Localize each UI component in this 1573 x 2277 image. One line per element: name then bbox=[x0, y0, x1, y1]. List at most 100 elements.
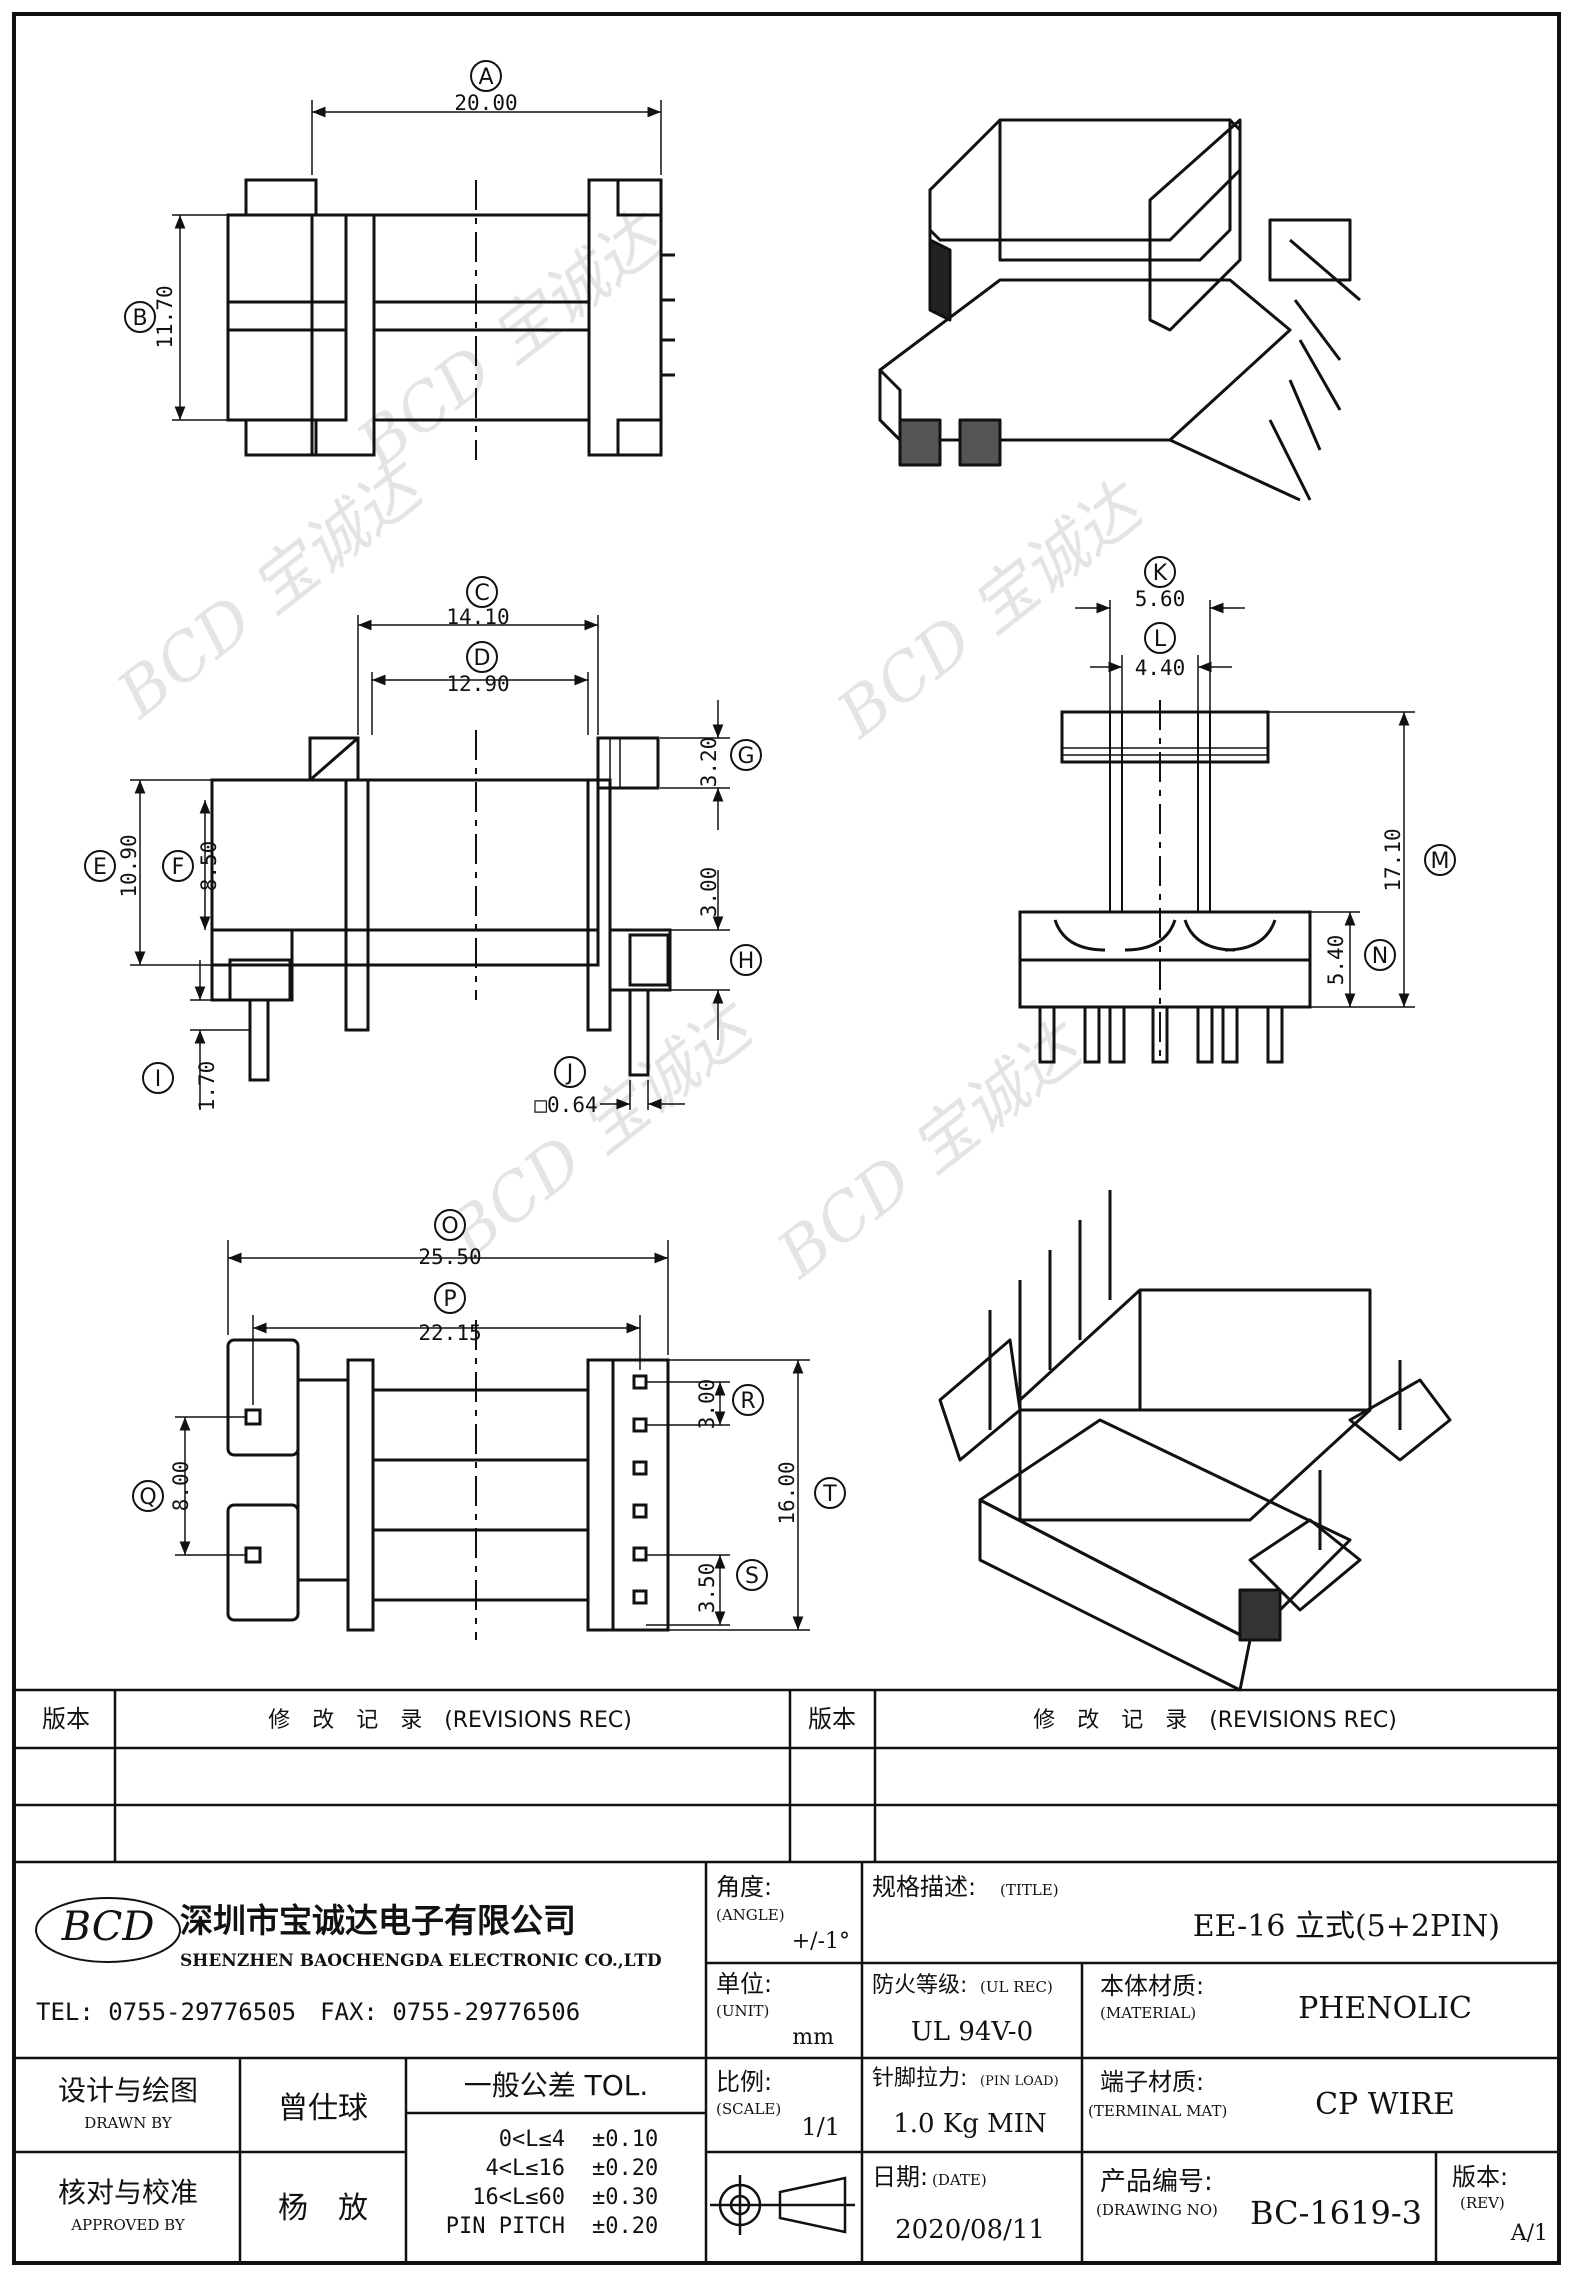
watermark: BCD 宝诚达 BCD 宝诚达 BCD 宝诚达 BCD 宝诚达 BCD 宝诚达 bbox=[104, 198, 1160, 1293]
bottom-view bbox=[226, 1320, 670, 1640]
drawing-label: 产品编号: bbox=[1100, 2167, 1213, 2197]
date-label: 日期: bbox=[872, 2163, 928, 2191]
terminal-value: CP WIRE bbox=[1315, 2087, 1455, 2122]
dim-T-letter: T bbox=[822, 1482, 837, 1507]
dim-J-value: □0.64 bbox=[534, 1093, 597, 1117]
unit-sub: (UNIT) bbox=[716, 2002, 769, 2020]
dim-K-value: 5.60 bbox=[1135, 587, 1186, 611]
dim-P-value: 22.15 bbox=[418, 1321, 481, 1345]
dim-O-letter: O bbox=[441, 1214, 458, 1239]
approved-label: 核对与校准 bbox=[58, 2176, 198, 2209]
company-name-cn: 深圳市宝诚达电子有限公司 bbox=[180, 1901, 576, 1940]
material-value: PHENOLIC bbox=[1298, 1991, 1472, 2026]
dim-E-F: E 10.90 F 8.50 bbox=[84, 779, 221, 966]
svg-text:16<L≤60: 16<L≤60 bbox=[472, 2185, 565, 2210]
dim-T: T 16.00 bbox=[668, 1359, 846, 1631]
date-sub: (DATE) bbox=[932, 2171, 987, 2189]
approved-value: 杨 放 bbox=[278, 2191, 368, 2226]
side-view bbox=[210, 730, 672, 1082]
drawn-label: 设计与绘图 bbox=[58, 2074, 198, 2107]
company-tel-fax: TEL: 0755-29776505 FAX: 0755-29776506 bbox=[36, 1998, 580, 2026]
dim-N-value: 5.40 bbox=[1324, 935, 1348, 986]
dim-G-letter: G bbox=[737, 744, 754, 769]
drawn-value: 曾仕球 bbox=[278, 2091, 368, 2126]
dim-P-letter: P bbox=[443, 1287, 456, 1312]
dim-D-value: 12.90 bbox=[446, 672, 509, 696]
ul-value: UL 94V-0 bbox=[911, 2017, 1033, 2047]
top-view bbox=[226, 178, 675, 460]
dim-Q: Q 8.00 bbox=[132, 1416, 246, 1556]
angle-sub: (ANGLE) bbox=[716, 1906, 785, 1924]
material-sub: (MATERIAL) bbox=[1100, 2004, 1196, 2022]
rev-col-version-right: 版本 bbox=[808, 1705, 856, 1733]
front-view bbox=[1018, 700, 1312, 1064]
drawn-sub: DRAWN BY bbox=[84, 2114, 173, 2132]
rev-col-record-left: 修 改 记 录 (REVISIONS REC) bbox=[268, 1708, 632, 1733]
dim-P: P 22.15 bbox=[252, 1282, 641, 1405]
dim-C-letter: C bbox=[474, 581, 489, 606]
approved-sub: APPROVED BY bbox=[70, 2216, 186, 2234]
dim-S: S 3.50 bbox=[646, 1554, 768, 1626]
rev-col-version-left: 版本 bbox=[42, 1705, 90, 1733]
tol-label: 一般公差 TOL. bbox=[464, 2069, 649, 2102]
dim-T-value: 16.00 bbox=[775, 1461, 799, 1524]
dim-A-value: 20.00 bbox=[454, 91, 517, 115]
title-label: 规格描述: bbox=[872, 1873, 976, 1901]
dim-N-letter: N bbox=[1372, 944, 1388, 969]
svg-text:±0.20: ±0.20 bbox=[592, 2214, 658, 2239]
unit-value: mm bbox=[792, 2025, 834, 2050]
dim-E-value: 10.90 bbox=[117, 834, 141, 897]
dim-G: G 3.20 bbox=[660, 700, 762, 830]
title-sub: (TITLE) bbox=[1000, 1881, 1059, 1899]
svg-text:BCD 宝诚达: BCD 宝诚达 bbox=[344, 198, 680, 483]
ul-sub: (UL REC) bbox=[980, 1978, 1053, 1996]
rev-sub: (REV) bbox=[1460, 2194, 1505, 2212]
dim-S-letter: S bbox=[745, 1564, 759, 1589]
svg-text:±0.10: ±0.10 bbox=[592, 2127, 658, 2152]
svg-text:BCD 宝诚达: BCD 宝诚达 bbox=[104, 448, 440, 733]
dim-H-value: 3.00 bbox=[697, 867, 721, 918]
dim-G-value: 3.20 bbox=[697, 737, 721, 788]
dim-I-value: 1.70 bbox=[195, 1061, 219, 1112]
dim-C: C 14.10 bbox=[357, 576, 599, 735]
dim-J: J □0.64 bbox=[534, 1056, 685, 1117]
drawing-sub: (DRAWING NO) bbox=[1096, 2201, 1218, 2219]
projection-symbol-icon bbox=[710, 2175, 855, 2235]
svg-text:0<L≤4: 0<L≤4 bbox=[499, 2127, 565, 2152]
dim-K-L: K 5.60 L 4.40 bbox=[1075, 556, 1245, 712]
title-value: EE-16 立式(5+2PIN) bbox=[1193, 1909, 1500, 1944]
dim-S-value: 3.50 bbox=[695, 1563, 719, 1614]
dim-I: I 1.70 bbox=[142, 960, 250, 1112]
rev-col-record-right: 修 改 记 录 (REVISIONS REC) bbox=[1033, 1708, 1397, 1733]
dim-R-letter: R bbox=[740, 1389, 755, 1414]
date-value: 2020/08/11 bbox=[895, 2215, 1045, 2245]
dim-B: B 11.70 bbox=[124, 214, 228, 421]
company-name-en: SHENZHEN BAOCHENGDA ELECTRONIC CO.,LTD bbox=[180, 1951, 662, 1971]
rev-label: 版本: bbox=[1452, 2163, 1508, 2191]
dim-M-letter: M bbox=[1431, 849, 1450, 874]
dim-R-value: 3.00 bbox=[695, 1379, 719, 1430]
dim-J-letter: J bbox=[565, 1061, 574, 1086]
dim-C-value: 14.10 bbox=[446, 605, 509, 629]
pinload-value: 1.0 Kg MIN bbox=[893, 2109, 1047, 2139]
tol-table: 0<L≤4 ±0.10 4<L≤16 ±0.20 16<L≤60 ±0.30 P… bbox=[446, 2127, 658, 2239]
scale-label: 比例: bbox=[716, 2068, 772, 2096]
sheet-border bbox=[12, 12, 1561, 2265]
drawing-value: BC-1619-3 bbox=[1250, 2194, 1422, 2232]
svg-text:BCD: BCD bbox=[61, 1904, 155, 1950]
dim-H: H 3.00 bbox=[670, 867, 762, 1040]
dim-L-value: 4.40 bbox=[1135, 656, 1186, 680]
iso-view-2 bbox=[938, 1190, 1452, 1692]
dim-E-letter: E bbox=[93, 855, 107, 880]
pinload-label: 针脚拉力: bbox=[872, 2066, 967, 2091]
dim-O-value: 25.50 bbox=[418, 1245, 481, 1269]
angle-value: +/-1° bbox=[792, 1929, 850, 1954]
svg-text:±0.30: ±0.30 bbox=[592, 2185, 658, 2210]
dim-A: A 20.00 bbox=[311, 60, 662, 175]
dim-K-letter: K bbox=[1153, 561, 1168, 586]
unit-label: 单位: bbox=[716, 1970, 772, 1998]
svg-text:4<L≤16: 4<L≤16 bbox=[486, 2156, 565, 2181]
terminal-sub: (TERMINAL MAT) bbox=[1088, 2102, 1227, 2120]
dim-H-letter: H bbox=[738, 949, 755, 974]
